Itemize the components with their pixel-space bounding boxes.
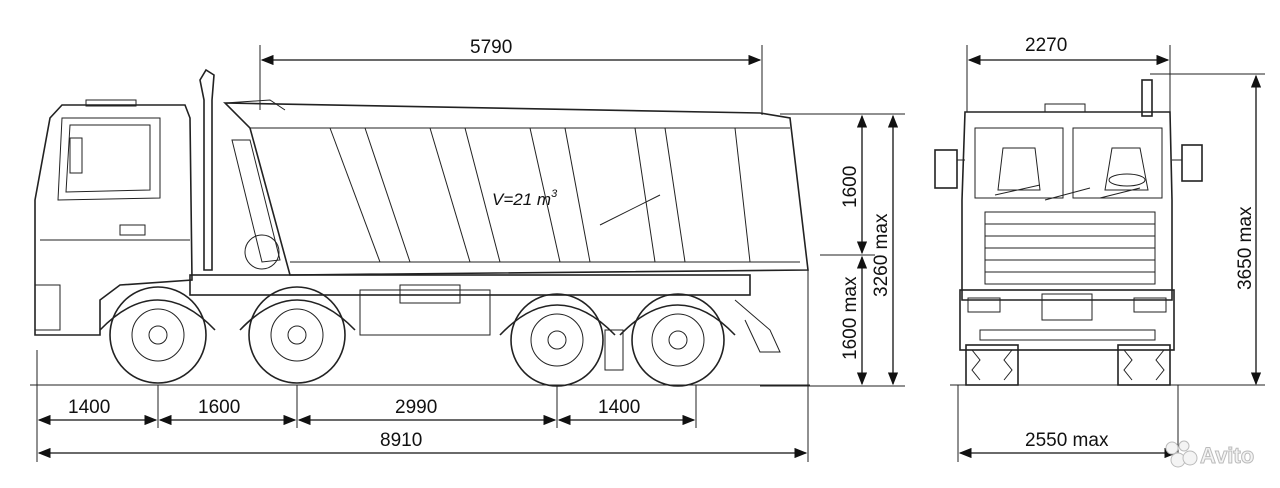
- dim-overall-width: 2550 max: [1025, 430, 1109, 451]
- wheel-4: [631, 293, 725, 387]
- exhaust-front: [1141, 79, 1153, 117]
- truck-front-view: [934, 79, 1265, 386]
- svg-text:Avito: Avito: [1200, 443, 1254, 468]
- wheel-2: [248, 286, 346, 384]
- side-wheels: [99, 286, 736, 387]
- dim-body-length: 5790: [470, 37, 512, 58]
- fuel-tank: [244, 234, 280, 270]
- dim-body-height: 1600: [840, 166, 861, 208]
- dim-wheelbase-3-4: 1400: [598, 397, 640, 418]
- lift-cylinder: [231, 139, 281, 263]
- dim-frame-height: 1600 max: [840, 276, 861, 360]
- wheel-1: [109, 286, 207, 384]
- side-dimensions: 5790 1400 1600 2990 1400 8910 1600 1600 …: [36, 37, 905, 462]
- dim-wheelbase-2-3: 2990: [395, 397, 437, 418]
- dim-side-total-height: 3260 max: [871, 213, 892, 297]
- dim-wheelbase-1-2: 1600: [198, 397, 240, 418]
- dim-front-height: 3650 max: [1235, 206, 1256, 290]
- volume-label: V=21 m3: [492, 188, 558, 209]
- windshield-left: [974, 127, 1064, 199]
- windshield-right: [1072, 127, 1163, 199]
- cab-side: [34, 99, 193, 336]
- avito-watermark: Avito: [1165, 440, 1255, 469]
- mirror-right: [1181, 144, 1203, 182]
- grille: [984, 211, 1156, 285]
- mirror-left: [934, 149, 958, 189]
- headlight-right: [1133, 297, 1167, 313]
- dim-front-overhang: 1400: [68, 397, 110, 418]
- front-wheels: [965, 344, 1171, 386]
- front-dimensions: 2270 3650 max 2550 max: [957, 35, 1265, 462]
- dump-body: V=21 m3: [223, 99, 809, 276]
- wheel-3: [510, 293, 604, 387]
- bumper: [959, 289, 1175, 351]
- truck-side-view: V=21 m3: [30, 68, 810, 387]
- chassis: [189, 274, 781, 371]
- exhaust-pipe: [199, 68, 215, 271]
- dim-overall-length: 8910: [380, 430, 422, 451]
- dim-cab-width: 2270: [1025, 35, 1067, 56]
- headlight-left: [967, 297, 1001, 313]
